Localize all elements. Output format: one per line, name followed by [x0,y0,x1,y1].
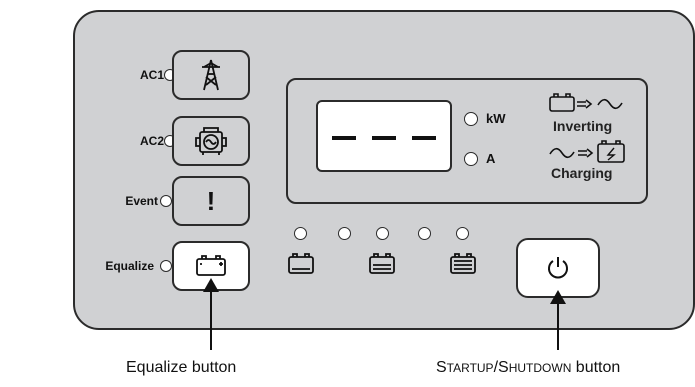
ac1-label: AC1 [139,68,164,82]
battery-icon [196,255,226,276]
arrow-up-icon [203,278,219,292]
lcd-digit-dash [372,136,396,140]
amps-led [464,152,478,166]
kw-led [464,112,478,126]
battery-full-icon [450,253,476,274]
ac2-button[interactable] [172,116,250,166]
caption-smallcaps: TARTUP [446,361,494,375]
generator-icon [195,127,227,155]
equalize-button-caption: Equalize button [126,359,237,376]
equalize-label: Equalize [105,259,154,273]
caption-smallcaps: HUTDOWN [508,361,572,375]
battery-level-led [338,227,351,240]
amps-label: A [486,151,496,166]
charging-icon [549,140,625,163]
inverting-icon [549,93,623,112]
battery-level-led [294,227,307,240]
equalize-callout-line [210,286,212,350]
charging-label: Charging [551,165,613,181]
lcd-digit-dash [332,136,356,140]
caption-letter: S [436,359,447,376]
battery-level-led [456,227,469,240]
battery-mid-icon [369,253,395,274]
lcd-digit-dash [412,136,436,140]
battery-level-led [418,227,431,240]
startup-callout-line [557,296,559,350]
startup-shutdown-caption: STARTUP/SHUTDOWN button [436,359,620,377]
arrow-up-icon [550,290,566,304]
caption-slash: / [493,359,499,376]
caption-letter: S [498,359,509,376]
equalize-led [160,260,172,272]
battery-low-icon [288,253,314,274]
alert-icon: ! [206,185,216,216]
battery-level-led [376,227,389,240]
caption-word: button [571,359,621,376]
ac2-label: AC2 [139,134,164,148]
power-icon [548,257,568,279]
event-button[interactable]: ! [172,176,250,226]
event-led [160,195,172,207]
kw-label: kW [486,111,506,126]
ac1-button[interactable] [172,50,250,100]
event-label: Event [125,194,158,208]
startup-shutdown-button[interactable] [516,238,600,298]
power-pylon-icon [202,59,220,91]
inverting-label: Inverting [553,118,613,134]
lcd-display [316,100,452,172]
